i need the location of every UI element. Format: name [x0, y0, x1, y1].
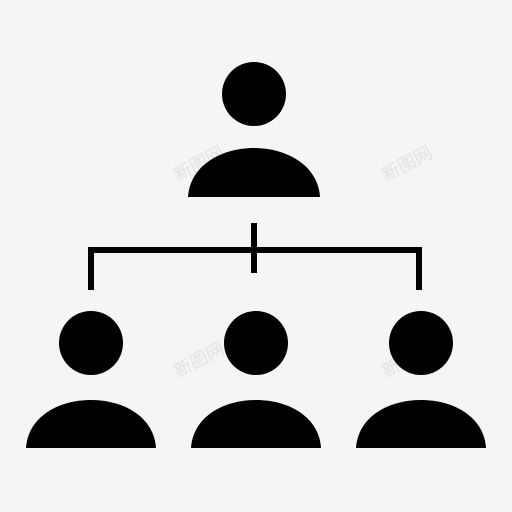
- person-body: [26, 400, 156, 448]
- person-head: [59, 311, 123, 375]
- person-head: [389, 311, 453, 375]
- connector-bar: [88, 247, 422, 290]
- person-icon-top: [188, 62, 320, 197]
- connector-lines: [88, 223, 422, 290]
- person-body: [191, 400, 321, 448]
- watermark-text: 新图网: [170, 339, 228, 383]
- person-icon-bottom-left: [26, 311, 156, 448]
- person-head: [224, 311, 288, 375]
- person-icon-bottom-right: [356, 311, 486, 448]
- watermark-text: 新图网: [378, 143, 436, 187]
- person-body: [188, 148, 320, 197]
- person-icon-bottom-center: [191, 311, 321, 448]
- person-head: [222, 62, 286, 126]
- person-body: [356, 400, 486, 448]
